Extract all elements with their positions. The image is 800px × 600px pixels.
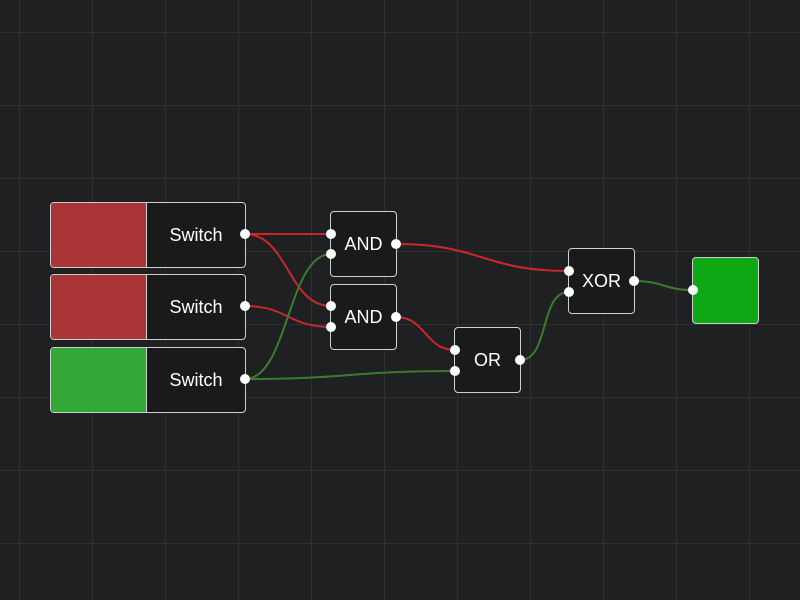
output-lamp	[692, 257, 759, 324]
wire-and2-out-to-or1-in1[interactable]	[395, 316, 456, 351]
switch-toggle-2[interactable]	[51, 275, 147, 339]
xor-gate-input-1-port[interactable]	[564, 266, 574, 276]
or-gate-input-2-port[interactable]	[450, 366, 460, 376]
gate-label: AND	[344, 233, 383, 254]
switch-toggle-1[interactable]	[51, 203, 147, 267]
wire-and1-out-to-xor1-in1[interactable]	[395, 243, 570, 272]
wire-switch3-out-to-and1-in2[interactable]	[244, 253, 332, 380]
or-gate-output-port[interactable]	[515, 355, 525, 365]
and-gate-2-input-2-port[interactable]	[326, 322, 336, 332]
switch-label: Switch	[169, 369, 223, 390]
and-gate-1-input-2-port[interactable]	[326, 249, 336, 259]
xor-gate[interactable]: XOR	[568, 248, 635, 314]
gate-label: XOR	[581, 270, 621, 291]
gate-label: AND	[344, 306, 383, 327]
or-gate[interactable]: OR	[454, 327, 521, 393]
switch-label: Switch	[169, 296, 223, 317]
xor-gate-input-2-port[interactable]	[564, 287, 574, 297]
switch-node-1[interactable]: Switch	[50, 202, 246, 268]
switch-1-output-port[interactable]	[240, 229, 250, 239]
switch-node-3[interactable]: Switch	[50, 347, 246, 413]
switch-3-output-port[interactable]	[240, 374, 250, 384]
xor-gate-output-port[interactable]	[629, 276, 639, 286]
switch-label: Switch	[169, 224, 223, 245]
wire-switch3-out-to-or1-in2[interactable]	[244, 370, 456, 380]
switch-2-output-port[interactable]	[240, 301, 250, 311]
and-gate-2-output-port[interactable]	[391, 312, 401, 322]
and-gate-1-output-port[interactable]	[391, 239, 401, 249]
wire-xor1-out-to-lamp-in[interactable]	[633, 280, 694, 291]
and-gate-2-input-1-port[interactable]	[326, 301, 336, 311]
switch-toggle-3[interactable]	[51, 348, 147, 412]
wire-switch1-out-to-and2-in1[interactable]	[244, 233, 332, 307]
wire-or1-out-to-xor1-in2[interactable]	[519, 291, 570, 361]
wire-switch2-out-to-and2-in2[interactable]	[244, 305, 332, 328]
gate-label: OR	[474, 349, 501, 370]
output-lamp-input-port[interactable]	[688, 285, 698, 295]
or-gate-input-1-port[interactable]	[450, 345, 460, 355]
switch-node-2[interactable]: Switch	[50, 274, 246, 340]
and-gate-2[interactable]: AND	[330, 284, 397, 350]
and-gate-1-input-1-port[interactable]	[326, 229, 336, 239]
and-gate-1[interactable]: AND	[330, 211, 397, 277]
